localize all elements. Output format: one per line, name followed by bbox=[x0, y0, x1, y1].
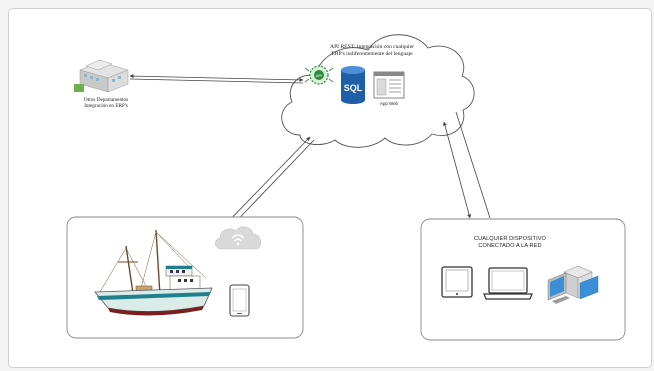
fishing-boat-icon bbox=[94, 229, 213, 316]
api-gear-icon: API bbox=[304, 65, 334, 85]
cloud-title-line1: API REST: Integración con cualquier bbox=[330, 44, 414, 50]
erp-label-line1: Otros Departamentos bbox=[83, 97, 129, 103]
phone-icon bbox=[229, 284, 250, 317]
tablet-icon bbox=[441, 266, 473, 298]
devices-title: CUALQUIER DISPOSITIVO CONECTADO A LA RED bbox=[450, 236, 570, 250]
app-web-label: App Web bbox=[380, 101, 398, 106]
wifi-cloud-icon bbox=[215, 226, 262, 250]
sql-database-icon: SQL bbox=[341, 66, 365, 104]
desktop-pc-icon bbox=[547, 265, 599, 304]
sql-label: SQL bbox=[344, 83, 363, 93]
devices-cloud-connector bbox=[443, 111, 491, 219]
svg-text:API: API bbox=[316, 73, 322, 78]
vessel-cloud-connector bbox=[221, 136, 315, 232]
web-app-icon bbox=[373, 71, 405, 99]
cloud-title-line2: ERP's indiferentemente del lenguaje bbox=[331, 50, 413, 57]
devices-title-line1: CUALQUIER DISPOSITIVO bbox=[473, 236, 547, 242]
cloud-title: API REST: Integración con cualquier ERP'… bbox=[310, 44, 434, 57]
building-icon bbox=[74, 59, 129, 93]
laptop-icon bbox=[483, 267, 533, 300]
erp-label: Otros Departamentos Integración en ERP's bbox=[74, 97, 138, 110]
erp-label-line2: Integración en ERP's bbox=[84, 103, 128, 110]
erp-cloud-connector bbox=[129, 74, 304, 84]
devices-title-line2: CONECTADO A LA RED bbox=[478, 243, 542, 249]
